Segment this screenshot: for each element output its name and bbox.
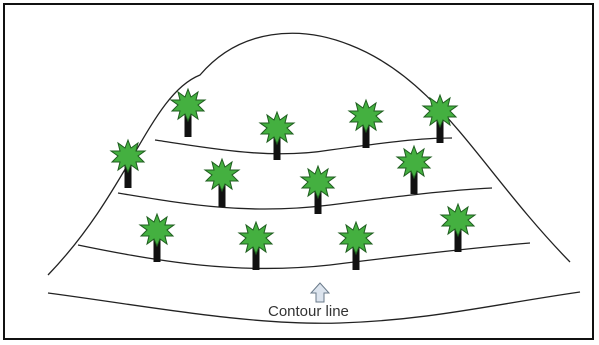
- tree-trunk: [314, 188, 322, 214]
- tree-icon: [109, 138, 147, 188]
- contour-line-1: [154, 137, 453, 155]
- tree-crown: [169, 87, 207, 123]
- tree-icon: [138, 212, 176, 262]
- tree-trunk: [454, 226, 462, 252]
- tree-trunk: [218, 181, 226, 207]
- tree-trunk: [184, 111, 192, 137]
- up-arrow-icon: [309, 282, 331, 303]
- contour-line-label: Contour line: [268, 303, 349, 320]
- tree-trunk: [436, 117, 444, 143]
- tree-trunk: [273, 134, 281, 160]
- tree-icon: [347, 98, 385, 148]
- tree-trunk: [153, 236, 161, 262]
- tree-crown: [258, 110, 296, 146]
- tree-trunk: [362, 122, 370, 148]
- tree-crown: [439, 202, 477, 238]
- tree-crown: [395, 144, 433, 180]
- tree-crown: [299, 164, 337, 200]
- contour-line-2: [117, 187, 493, 210]
- tree-icon: [299, 164, 337, 214]
- tree-icon: [395, 144, 433, 194]
- figure-frame: [3, 3, 594, 340]
- tree-icon: [237, 220, 275, 270]
- tree-trunk: [124, 162, 132, 188]
- tree-trunk: [252, 244, 260, 270]
- tree-trunk: [352, 244, 360, 270]
- tree-crown: [347, 98, 385, 134]
- tree-icon: [439, 202, 477, 252]
- tree-crown: [138, 212, 176, 248]
- contour-line-3: [77, 242, 531, 270]
- tree-crown: [109, 138, 147, 174]
- tree-icon: [203, 157, 241, 207]
- tree-crown: [237, 220, 275, 256]
- tree-crown: [203, 157, 241, 193]
- tree-icon: [169, 87, 207, 137]
- tree-crown: [337, 220, 375, 256]
- tree-icon: [421, 93, 459, 143]
- tree-icon: [258, 110, 296, 160]
- tree-crown: [421, 93, 459, 129]
- tree-icon: [337, 220, 375, 270]
- tree-trunk: [410, 168, 418, 194]
- tree-group: [109, 87, 477, 270]
- contour-line-base: [47, 291, 581, 324]
